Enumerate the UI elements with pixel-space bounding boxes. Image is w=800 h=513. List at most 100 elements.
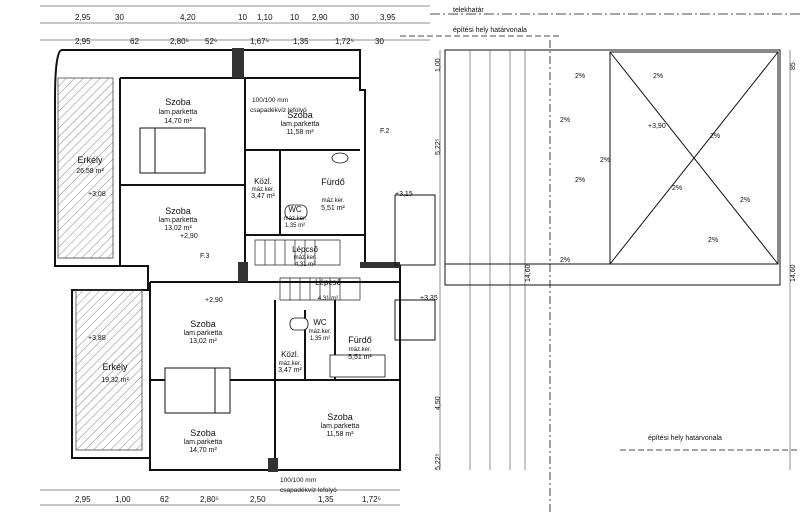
room-name-wc-bot: WC: [313, 318, 327, 327]
room-area-szoba-se: 11,58 m²: [326, 431, 354, 438]
slope-6: 2%: [710, 133, 720, 140]
slope-1: 2%: [575, 73, 585, 80]
room-finish-szoba-ne: lam.parketta: [281, 121, 320, 128]
bottom-dim-7: 1,72⁵: [362, 495, 381, 504]
level-mark-7: +3,90: [648, 123, 666, 130]
room-name-lepcso-bot: Lépcső: [315, 278, 341, 287]
room-finish-kozl-top: máz.ker.: [252, 187, 275, 193]
room-finish-wc-bot: máz.ker.: [309, 329, 332, 335]
telekhatar-label: telekhatár: [453, 7, 484, 14]
top-dim-2: 30: [115, 13, 124, 22]
room-area-szoba-mid1: 13,02 m²: [164, 225, 192, 232]
room-area-szoba-sw: 14,70 m²: [189, 447, 217, 454]
epitesi-hely-label-bottom: építési hely határvonala: [648, 435, 722, 442]
top-dim-4: 10: [238, 13, 247, 22]
room-finish-szoba-mid1: lam.parketta: [159, 217, 198, 224]
slope-2: 2%: [560, 117, 570, 124]
slope-7: 2%: [672, 185, 682, 192]
room-name-erkely-bot: Erkély: [102, 362, 128, 372]
balcony-hatch-top: [57, 77, 114, 259]
room-name-szoba-mid1: Szoba: [165, 206, 191, 216]
room-area-szoba-mid2: 13,02 m²: [189, 338, 217, 345]
room-finish-szoba-nw: lam.parketta: [159, 109, 198, 116]
top-dim-r3-1: 2,95: [75, 37, 91, 46]
level-mark-6: +3,88: [88, 335, 106, 342]
room-area-erkely-bot: 19,32 m²: [101, 377, 129, 384]
room-name-szoba-ne: Szoba: [287, 110, 313, 120]
right-dim-1: 1,00: [435, 58, 442, 72]
top-dim-1: 2,95: [75, 13, 91, 22]
vertical-dimension-lines: [439, 50, 791, 470]
room-name-furdo-top: Fürdő: [321, 177, 345, 187]
right-dim-7: 85: [790, 62, 797, 70]
room-name-lepcso-top: Lépcső: [292, 245, 318, 254]
room-name-wc-top: WC: [288, 205, 302, 214]
top-dim-7: 2,90: [312, 13, 328, 22]
bath-fixtures: [284, 152, 386, 378]
top-dim-6: 10: [290, 13, 299, 22]
downpipe-label-bottom-2: csapadékvíz lefolyó: [280, 487, 337, 494]
level-mark-2: +2,90: [180, 233, 198, 240]
top-dimension-lines: [40, 5, 430, 506]
balcony-hatch-bottom: [75, 289, 143, 451]
section-mark-f2: F.2: [380, 128, 389, 135]
top-dim-r3-8: 30: [375, 37, 384, 46]
bottom-dim-2: 1,00: [115, 495, 131, 504]
room-name-szoba-nw: Szoba: [165, 97, 191, 107]
room-area-lepcso-bot: 4,31 m²: [318, 296, 338, 302]
top-dim-r3-5: 1,67⁵: [250, 37, 269, 46]
level-mark-4: +2,90: [205, 297, 223, 304]
top-dim-r3-2: 62: [130, 37, 139, 46]
room-name-szoba-se: Szoba: [327, 412, 353, 422]
room-finish-szoba-se: lam.parketta: [321, 423, 360, 430]
right-dim-6: 14,60: [790, 264, 797, 282]
room-area-kozl-top: 3,47 m²: [251, 193, 275, 200]
room-finish-kozl-bot: máz.ker.: [279, 361, 302, 367]
section-mark-f3: F.3: [200, 253, 209, 260]
room-finish-furdo-top: máz.ker.: [322, 198, 345, 204]
slope-9: 2%: [740, 197, 750, 204]
room-name-kozl-bot: Közl.: [281, 350, 299, 359]
downpipe-label-top: 100/100 mm: [252, 97, 288, 104]
slope-4: 2%: [560, 257, 570, 264]
top-dim-r3-6: 1,35: [293, 37, 309, 46]
right-dim-3: 4,50: [435, 396, 442, 410]
slope-10: 2%: [600, 157, 610, 164]
bottom-dim-1: 2,95: [75, 495, 91, 504]
wall-fills: [232, 48, 400, 472]
top-dim-9: 3,95: [380, 13, 396, 22]
room-name-szoba-mid2: Szoba: [190, 319, 216, 329]
room-name-furdo-bot: Fürdő: [348, 335, 372, 345]
building-walls: [54, 49, 401, 471]
room-name-erkely-top: Erkély: [77, 155, 103, 165]
slope-5: 2%: [653, 73, 663, 80]
downpipe-label-bottom: 100/100 mm: [280, 477, 316, 484]
room-finish-szoba-mid2: lam.parketta: [184, 330, 223, 337]
room-finish-szoba-sw: lam.parketta: [184, 439, 223, 446]
room-area-szoba-nw: 14,70 m²: [164, 118, 192, 125]
room-area-wc-bot: 1,35 m²: [310, 336, 330, 342]
roof-terrace: [394, 49, 781, 341]
room-name-kozl-top: Közl.: [254, 177, 272, 186]
top-dim-r3-4: 52⁵: [205, 37, 217, 46]
bottom-dim-5: 2,50: [250, 495, 266, 504]
room-area-furdo-top: 5,51 m²: [321, 205, 345, 212]
stairs: [254, 239, 361, 301]
room-area-kozl-bot: 3,47 m²: [278, 367, 302, 374]
right-dim-4: 5,22⁵: [435, 453, 442, 470]
right-dim-2: 5,22⁵: [435, 138, 442, 155]
top-dim-r3-7: 1,72⁵: [335, 37, 354, 46]
room-area-szoba-ne: 11,58 m²: [286, 129, 314, 136]
level-mark-3: +3,15: [395, 191, 413, 198]
top-dim-5: 1,10: [257, 13, 273, 22]
room-finish-wc-top: máz.ker.: [284, 216, 307, 222]
room-area-wc-top: 1,35 m²: [285, 223, 305, 229]
room-name-szoba-sw: Szoba: [190, 428, 216, 438]
top-dim-3: 4,20: [180, 13, 196, 22]
level-mark-5: +3,35: [420, 295, 438, 302]
downpipe-label-top-2: csapadékvíz lefolyó: [250, 107, 307, 114]
site-boundary-lines: [400, 13, 800, 513]
room-finish-lepcso-top: máz.ker.: [294, 255, 317, 261]
top-dim-8: 30: [350, 13, 359, 22]
